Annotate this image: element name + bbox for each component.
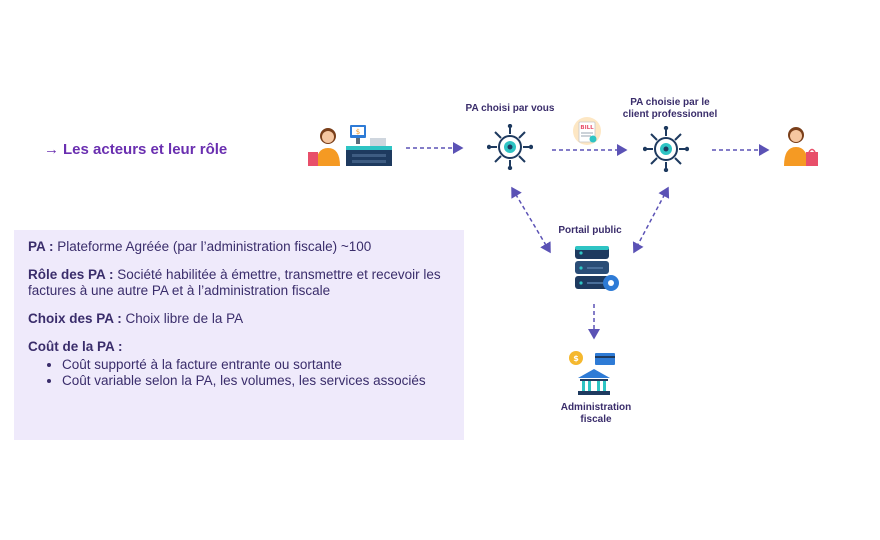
role-definition: Rôle des PA : Société habilitée à émettr… bbox=[28, 267, 441, 298]
info-box: PA : Plateforme Agréée (par l’administra… bbox=[14, 230, 464, 440]
right-arrow-icon: → bbox=[44, 141, 59, 158]
list-item: Coût variable selon la PA, les volumes, … bbox=[62, 373, 450, 389]
buyer-shopper-icon bbox=[784, 127, 818, 166]
arrow-pa-client-portail bbox=[632, 186, 670, 254]
svg-text:$: $ bbox=[573, 354, 579, 363]
cout-list: Coût supporté à la facture entrante ou s… bbox=[28, 357, 450, 389]
svg-text:$: $ bbox=[356, 128, 360, 136]
section-title: →Les acteurs et leur rôle bbox=[44, 141, 228, 158]
seller-cashier-icon: $ bbox=[308, 125, 392, 166]
pa-vous-gear-icon bbox=[487, 124, 533, 170]
choix-definition: Choix des PA : Choix libre de la PA bbox=[28, 311, 244, 326]
government-building-icon: $ bbox=[569, 351, 615, 395]
pa-vous-label: PA choisi par vous bbox=[465, 103, 555, 114]
bill-document-icon: BILL bbox=[573, 117, 601, 145]
bill-label: BILL bbox=[580, 125, 594, 131]
server-database-icon bbox=[575, 246, 619, 291]
arrow-pa-portail bbox=[511, 186, 551, 254]
pa-definition: PA : Plateforme Agréée (par l’administra… bbox=[28, 239, 372, 254]
pa-client-gear-icon bbox=[643, 126, 689, 172]
list-item: Coût supporté à la facture entrante ou s… bbox=[62, 357, 450, 373]
cout-definition: Coût de la PA : Coût supporté à la factu… bbox=[28, 339, 450, 389]
pa-client-label: PA choisie par le client professionnel bbox=[622, 97, 718, 120]
admin-fiscale-label: Administration fiscale bbox=[560, 402, 632, 425]
portail-label: Portail public bbox=[558, 225, 622, 236]
